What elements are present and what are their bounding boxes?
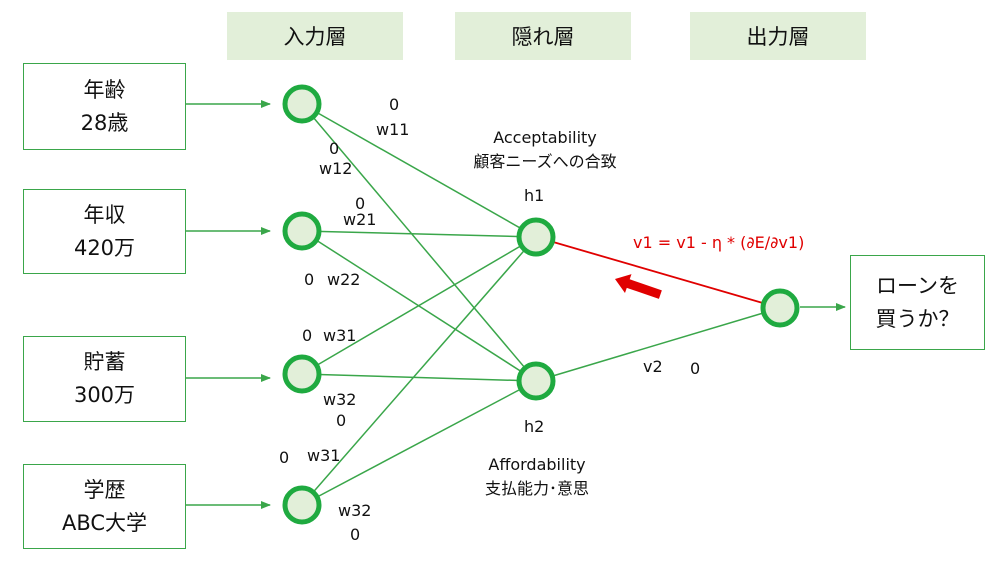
- h1-caption: Acceptability 顧客ニーズへの合致: [445, 126, 645, 174]
- h1-caption-en: Acceptability: [493, 128, 597, 147]
- h2-caption: Affordability 支払能力･意思: [437, 453, 637, 501]
- output-node: [760, 288, 800, 328]
- weight-w42-label: w32: [338, 501, 372, 520]
- input-node-3: [282, 354, 322, 394]
- input-box-education: 学歴 ABC大学: [23, 464, 186, 549]
- hidden-node-h2: [516, 361, 556, 401]
- input-box-education-label: 学歴: [83, 477, 126, 502]
- input-node-1: [282, 84, 322, 124]
- input-layer-label: 入力層: [283, 25, 347, 49]
- weight-w31-label: w31: [323, 326, 357, 345]
- input-box-age: 年齢 28歳: [23, 63, 186, 150]
- hidden-node-h2-label: h2: [524, 417, 545, 436]
- edge-h1-output: [535, 236, 781, 309]
- edge-h2-output: [535, 307, 781, 382]
- input-box-savings: 貯蓄 300万: [23, 336, 186, 422]
- weight-w21-value: 0: [355, 194, 366, 213]
- edge-i4-h1: [301, 236, 537, 506]
- output-box-line1: ローンを: [876, 273, 959, 298]
- weight-w22-value: 0: [304, 270, 315, 289]
- input-hidden-connections: [301, 103, 537, 506]
- output-layer-label: 出力層: [746, 25, 810, 49]
- edge-i2-h1: [301, 230, 537, 238]
- edge-i3-h2: [301, 373, 537, 382]
- weight-w32-value: 0: [336, 411, 347, 430]
- edge-i1-h1: [301, 103, 537, 238]
- h1-caption-ja: 顧客ニーズへの合致: [473, 152, 617, 171]
- weight-v2-label: v2: [643, 357, 663, 376]
- input-node-4: [282, 485, 322, 525]
- input-box-income-value: 420万: [73, 235, 136, 260]
- weight-w42-value: 0: [350, 525, 361, 544]
- output-box-line2: 買うか？: [875, 306, 960, 331]
- weight-update-formula: v1 = v1 - η * (∂E/∂v1): [633, 233, 805, 252]
- weight-v2-value: 0: [690, 359, 701, 378]
- weight-w41-value: 0: [279, 448, 290, 467]
- hidden-node-h1: [516, 217, 556, 257]
- weight-w11-value: 0: [389, 95, 400, 114]
- output-box: ローンを 買うか？: [850, 255, 985, 350]
- h2-caption-en: Affordability: [488, 455, 586, 474]
- edge-i3-h1: [301, 236, 537, 375]
- input-box-age-value: 28歳: [80, 110, 129, 135]
- input-box-income-label: 年収: [83, 202, 126, 227]
- weight-w41-label: w31: [307, 446, 341, 465]
- input-box-age-label: 年齢: [83, 77, 126, 102]
- weight-w22-label: w22: [327, 270, 361, 289]
- hidden-layer-label: 隠れ層: [511, 25, 575, 49]
- input-box-education-value: ABC大学: [61, 510, 148, 535]
- weight-w32-label: w32: [323, 390, 357, 409]
- input-box-income: 年収 420万: [23, 189, 186, 274]
- input-box-savings-label: 貯蓄: [83, 350, 126, 374]
- input-layer-header: 入力層: [227, 12, 403, 60]
- hidden-node-h1-label: h1: [524, 186, 545, 205]
- weight-w21-label: w21: [343, 210, 377, 229]
- gradient-arrow-icon: [615, 274, 662, 299]
- input-node-2: [282, 211, 322, 251]
- weight-w12-value: 0: [329, 139, 340, 158]
- edge-i1-h2: [301, 103, 537, 382]
- edge-i4-h2: [301, 380, 537, 506]
- h2-caption-ja: 支払能力･意思: [484, 479, 589, 498]
- weight-w11-label: w11: [376, 120, 410, 139]
- input-box-savings-value: 300万: [73, 383, 136, 407]
- hidden-layer-header: 隠れ層: [455, 12, 631, 60]
- weight-w31-value: 0: [302, 326, 313, 345]
- weight-w12-label: w12: [319, 159, 353, 178]
- output-layer-header: 出力層: [690, 12, 866, 60]
